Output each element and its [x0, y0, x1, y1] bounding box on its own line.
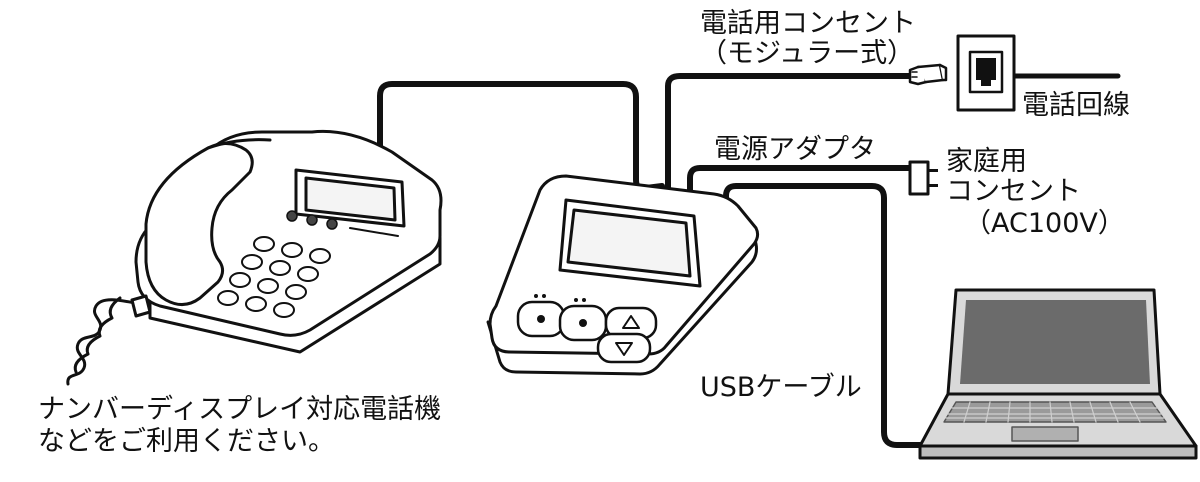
home-outlet-label: 家庭用 — [946, 146, 1027, 177]
caller-id-device-icon — [486, 174, 760, 376]
device-to-outlet-cable — [665, 73, 913, 193]
usb-cable-label: USBケーブル — [700, 372, 862, 403]
telephone-note-label: などをご利用ください。 — [38, 426, 335, 457]
power-adapter-plug-icon — [908, 160, 938, 196]
home-outlet-label-2: コンセント — [946, 176, 1081, 207]
modular-plug-icon — [908, 63, 948, 86]
usb-cable — [723, 183, 948, 448]
phone-line-label: 電話回線 — [1022, 90, 1130, 121]
power-adapter-label: 電源アダプタ — [714, 134, 876, 165]
phone-outlet-label: 電話用コンセント — [700, 8, 916, 39]
handset-coil-cord — [66, 298, 142, 386]
phone-outlet-type-label: （モジュラー式） — [700, 38, 915, 69]
desk-telephone-icon — [66, 129, 443, 386]
telephone-label: ナンバーディスプレイ対応電話機 — [38, 394, 442, 425]
home-outlet-voltage-label: （AC100V） — [964, 208, 1125, 239]
modular-wall-jack-icon — [956, 34, 1016, 112]
laptop-icon — [918, 288, 1198, 460]
power-adapter-cable — [687, 165, 913, 199]
